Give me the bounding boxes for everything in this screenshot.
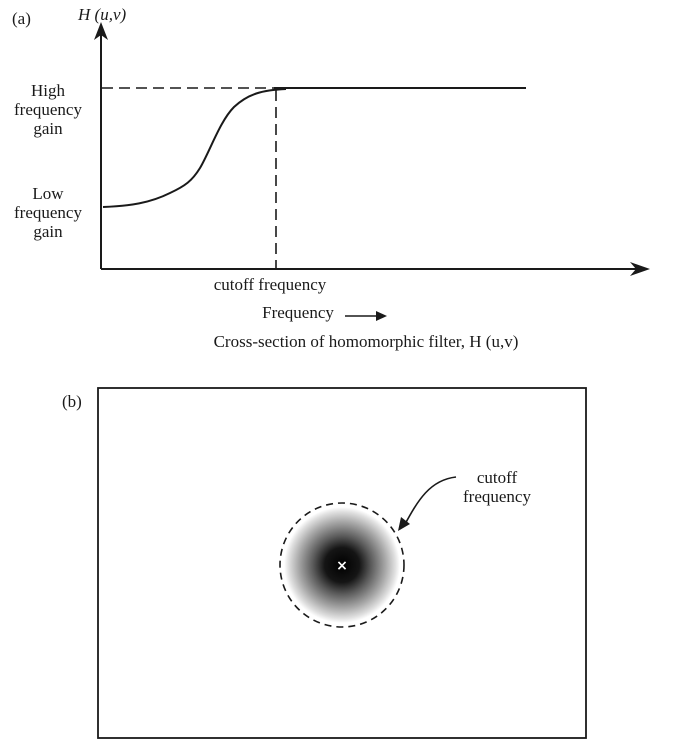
panel-a-label: (a) — [12, 9, 31, 28]
low-gain-line-3: gain — [33, 222, 63, 241]
cutoff-frequency-label: cutoff frequency — [214, 275, 327, 294]
filter-gradient-disk — [284, 507, 400, 623]
cutoff-annotation-pointer — [403, 476, 457, 527]
cutoff-dashed-circle — [279, 502, 405, 628]
panel-b-label: (b) — [62, 392, 82, 411]
filter-response-curve — [102, 88, 287, 208]
low-frequency-gain-label: Low frequency gain — [14, 184, 82, 241]
panel-a: (a) H (u,v) High frequency gain Low freq… — [12, 5, 650, 351]
y-axis-label: H (u,v) — [77, 5, 126, 24]
high-gain-line-1: High — [31, 81, 66, 100]
cutoff-annotation-line-1: cutoff — [477, 468, 518, 487]
cutoff-annotation-arrow-icon — [398, 517, 410, 531]
cutoff-annotation-line-2: frequency — [463, 487, 531, 506]
figure-caption: Cross-section of homomorphic filter, H (… — [214, 332, 519, 351]
low-gain-line-1: Low — [32, 184, 64, 203]
high-gain-line-3: gain — [33, 119, 63, 138]
low-gain-line-2: frequency — [14, 203, 82, 222]
frequency-arrow-icon — [376, 311, 387, 321]
high-gain-line-2: frequency — [14, 100, 82, 119]
x-axis-arrow-icon — [630, 262, 650, 276]
high-frequency-gain-label: High frequency gain — [14, 81, 82, 138]
x-axis-label: Frequency — [262, 303, 334, 322]
y-axis-arrow-icon — [94, 22, 108, 40]
panel-b: (b) × cutoff frequency — [62, 387, 587, 739]
origin-mark-icon: × — [336, 558, 348, 574]
